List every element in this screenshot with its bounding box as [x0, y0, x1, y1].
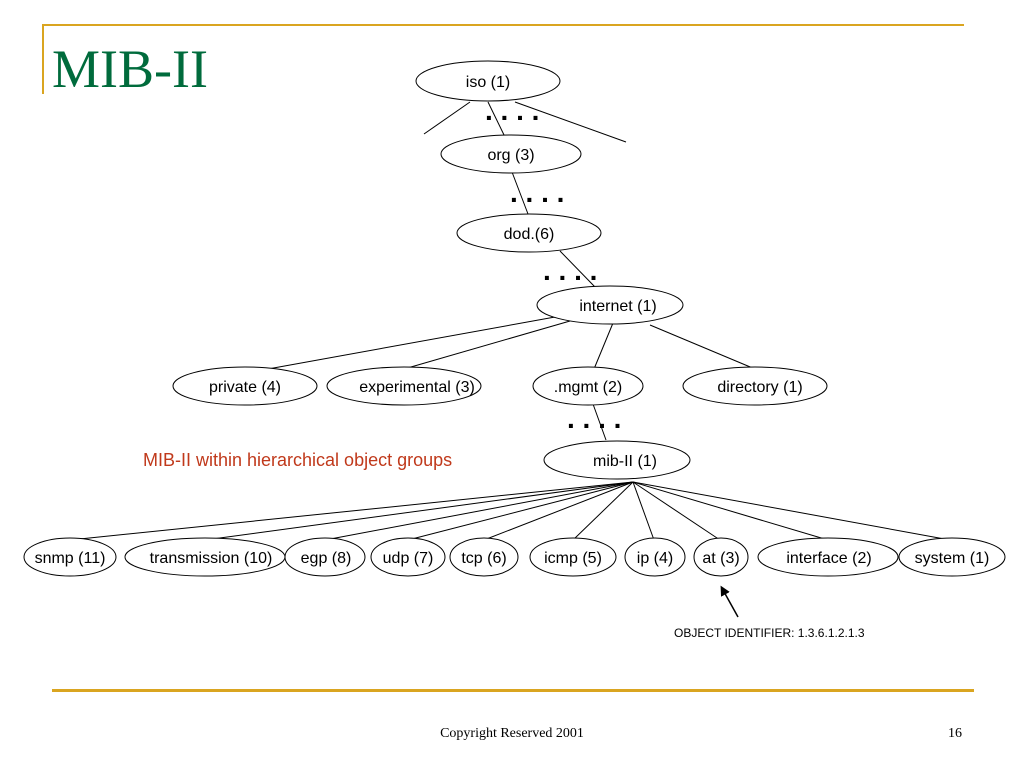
edge-iso-org — [487, 101, 506, 138]
oid-pointer-arrow — [720, 585, 739, 618]
node-private: private (4) — [172, 366, 318, 406]
node-shape — [529, 537, 617, 577]
node-shape — [536, 285, 684, 325]
edge-mgmt-mib2 — [592, 403, 607, 441]
node-dod: dod.(6) — [456, 213, 602, 253]
node-label: icmp (5) — [544, 550, 602, 567]
page-number: 16 — [948, 726, 962, 741]
node-shape — [532, 366, 644, 406]
edge-dod-internet — [559, 250, 596, 288]
ellipsis-marker: . . . . — [543, 255, 597, 286]
edge-mib2-ip — [632, 481, 655, 541]
edge-iso-right — [514, 101, 627, 143]
frame-left-rule — [42, 24, 44, 94]
node-label: org (3) — [487, 147, 534, 164]
node-mib2: mib-II (1) — [543, 440, 691, 480]
node-shape — [370, 537, 446, 577]
edge-mib2-udp — [407, 481, 634, 541]
edge-internet-private — [267, 316, 556, 370]
node-label: snmp (11) — [35, 550, 106, 567]
node-label: iso (1) — [466, 74, 510, 91]
node-shape — [898, 537, 1006, 577]
node-label: system (1) — [915, 550, 990, 567]
node-shape — [284, 537, 366, 577]
node-directory: directory (1) — [682, 366, 828, 406]
object-identifier-label: OBJECT IDENTIFIER: 1.3.6.1.2.1.3 — [674, 626, 865, 640]
ellipsis-marker: . . . . — [567, 403, 621, 434]
edge-internet-directory — [649, 324, 756, 370]
footer-copyright: Copyright Reserved 2001 — [440, 726, 584, 741]
node-shape — [543, 440, 691, 480]
node-label: experimental (3) — [359, 379, 475, 396]
node-shape — [172, 366, 318, 406]
node-interface: interface (2) — [757, 537, 899, 577]
node-shape — [693, 537, 749, 577]
node-label: .mgmt (2) — [554, 379, 622, 396]
node-transmission: transmission (10) — [124, 537, 286, 577]
edge-mib2-interface — [632, 481, 829, 541]
node-label: interface (2) — [786, 550, 871, 567]
node-label: egp (8) — [301, 550, 352, 567]
edge-internet-mgmt — [593, 322, 614, 370]
edge-mib2-icmp — [572, 481, 634, 541]
node-label: private (4) — [209, 379, 281, 396]
edge-mib2-egp — [324, 481, 634, 541]
ellipsis-markers: . . . . . . . . . . . . . . . . — [485, 95, 621, 434]
edge-iso-left — [423, 101, 471, 135]
edge-mib2-snmp — [69, 481, 634, 541]
node-shape — [624, 537, 686, 577]
frame-top-rule — [42, 24, 964, 26]
node-label: directory (1) — [717, 379, 802, 396]
node-at: at (3) — [693, 537, 749, 577]
node-shape — [682, 366, 828, 406]
node-org: org (3) — [440, 134, 582, 174]
edge-mib2-tcp — [483, 481, 634, 541]
edge-mib2-transmission — [204, 481, 634, 541]
node-internet: internet (1) — [536, 285, 684, 325]
node-shape — [757, 537, 899, 577]
edge-internet-experimental — [403, 320, 571, 370]
node-icmp: icmp (5) — [529, 537, 617, 577]
edge-mib2-at — [632, 481, 721, 541]
node-system: system (1) — [898, 537, 1006, 577]
node-label: tcp (6) — [461, 550, 506, 567]
tree-edges — [69, 101, 951, 541]
node-ip: ip (4) — [624, 537, 686, 577]
node-egp: egp (8) — [284, 537, 366, 577]
node-label: internet (1) — [579, 298, 656, 315]
node-iso: iso (1) — [415, 60, 561, 102]
footer-rule — [52, 689, 974, 692]
node-tcp: tcp (6) — [449, 537, 519, 577]
node-label: udp (7) — [383, 550, 434, 567]
node-shape — [23, 537, 117, 577]
node-label: transmission (10) — [150, 550, 273, 567]
node-mgmt: .mgmt (2) — [532, 366, 644, 406]
edge-mib2-system — [632, 481, 951, 541]
ellipsis-marker: . . . . — [510, 177, 564, 208]
node-snmp: snmp (11) — [23, 537, 117, 577]
node-shape — [449, 537, 519, 577]
node-udp: udp (7) — [370, 537, 446, 577]
node-shape — [326, 366, 482, 406]
node-label: at (3) — [702, 550, 739, 567]
node-label: ip (4) — [637, 550, 673, 567]
slide-title: MIB-II — [52, 39, 208, 99]
node-shape — [456, 213, 602, 253]
node-label: mib-II (1) — [593, 453, 657, 470]
diagram-caption: MIB-II within hierarchical object groups — [143, 450, 452, 470]
edge-org-dod — [511, 171, 529, 215]
node-experimental: experimental (3) — [326, 366, 482, 406]
node-shape — [440, 134, 582, 174]
node-label: dod.(6) — [504, 226, 555, 243]
node-shape — [415, 60, 561, 102]
